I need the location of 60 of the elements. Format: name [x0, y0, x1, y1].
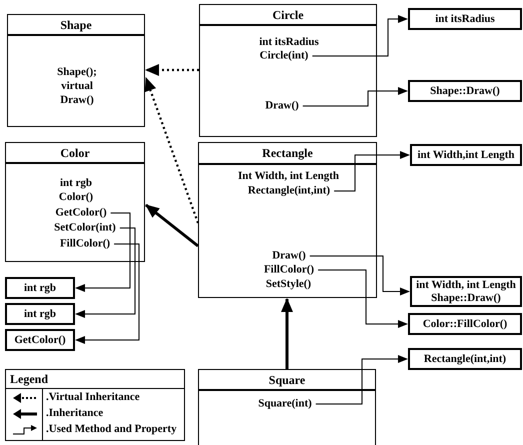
- class-header: Shape: [8, 15, 144, 36]
- member-list: SetStyle(): [228, 277, 348, 291]
- class-header: Circle: [200, 5, 376, 26]
- method-link-arrow: [75, 212, 130, 292]
- method-link-arrow: [75, 228, 136, 318]
- member-text: GetColor(): [55, 206, 107, 220]
- class-box: [5, 142, 145, 262]
- legend-text: .Used Method and Property: [46, 423, 177, 436]
- member-list: Int Width, int Length: [218, 169, 358, 183]
- member-text: SetColor(int): [54, 222, 116, 234]
- method-link-arrow: [334, 151, 410, 192]
- inheritance-arrow: [144, 77, 200, 224]
- member-list: int rgb Color(): [46, 176, 106, 204]
- reference-box: [5, 277, 75, 299]
- member-text: FillColor(): [264, 264, 314, 276]
- reference-box: [408, 80, 522, 102]
- class-box: [198, 142, 377, 298]
- member-text: int Width,int Length: [417, 148, 515, 162]
- inheritance-arrow: [145, 204, 199, 248]
- class-header: Color: [6, 143, 144, 164]
- reference-box: [408, 313, 522, 335]
- member-list: Shape(); virtual Draw(): [44, 65, 110, 107]
- reference-box: [410, 276, 522, 307]
- member-text: Shape::Draw(): [430, 84, 500, 98]
- legend-text: .Virtual Inheritance: [46, 391, 140, 404]
- inheritance-arrow: [281, 298, 293, 369]
- class-box: [7, 14, 145, 127]
- member-text: FillColor(): [60, 238, 110, 250]
- method-link-arrow: [309, 256, 410, 296]
- member-list: int itsRadius: [229, 35, 349, 49]
- class-header: Square: [199, 370, 375, 391]
- class-header: Rectangle: [199, 143, 376, 165]
- reference-box: [5, 303, 75, 325]
- member-text: GetColor(): [14, 334, 66, 346]
- reference-box: [5, 329, 75, 351]
- reference-box: [408, 8, 522, 30]
- member-text: Color::FillColor(): [422, 318, 508, 330]
- member-text: Circle(int): [260, 50, 308, 62]
- member-text: Shape::Draw(): [431, 292, 501, 304]
- member-text: int Width, int Length: [416, 278, 516, 292]
- class-box: [198, 369, 376, 445]
- member-text: int rgb: [24, 282, 56, 294]
- member-text: Square(int): [258, 398, 312, 410]
- member-text: Rectangle(int,int): [424, 352, 506, 366]
- legend-text: .Inheritance: [46, 407, 104, 420]
- class-box: [199, 4, 377, 137]
- method-link-arrow: [315, 355, 408, 404]
- member-text: int itsRadius: [435, 12, 495, 26]
- member-text: int rgb: [24, 308, 56, 320]
- method-link-arrow: [312, 15, 408, 56]
- member-text: Draw(): [265, 100, 299, 112]
- legend-title: Legend: [6, 370, 184, 389]
- method-link-arrow: [318, 270, 408, 328]
- reference-box: [410, 144, 522, 166]
- member-text: Draw(): [272, 250, 306, 262]
- inheritance-arrow: [145, 64, 199, 76]
- member-text: Rectangle(int,int): [248, 184, 330, 198]
- reference-box: [408, 348, 522, 370]
- method-link-arrow: [75, 244, 140, 344]
- method-link-arrow: [302, 87, 408, 106]
